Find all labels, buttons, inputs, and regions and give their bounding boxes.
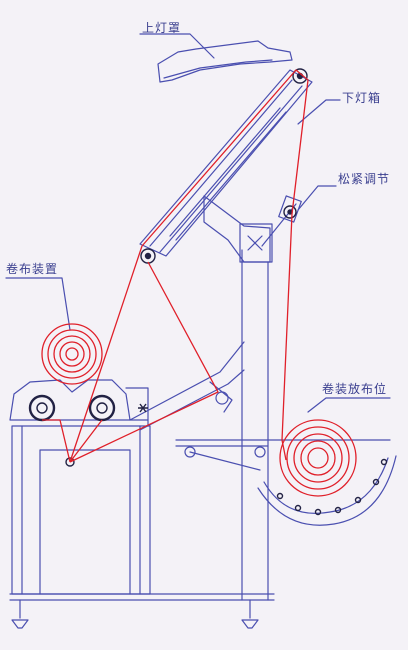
label-cloth-roll-device: 卷布装置 xyxy=(6,262,59,276)
post-clamp-bolt xyxy=(247,235,263,251)
cloth-roll-unwind xyxy=(279,419,357,497)
drive-roller-left xyxy=(28,394,56,422)
arm-pivot xyxy=(215,391,229,405)
housing-gear-icon xyxy=(138,403,148,413)
leader-upper-lamp-cover xyxy=(139,33,215,59)
label-upper-lamp-cover: 上灯罩 xyxy=(142,21,182,35)
arm-link xyxy=(209,381,233,413)
cradle-roller-1 xyxy=(276,492,284,500)
upper-lamp-cover xyxy=(157,40,293,83)
unwind-platform xyxy=(175,439,391,447)
platform-pivot-right xyxy=(254,446,266,458)
post-clamp xyxy=(239,223,273,263)
cloth-roll-top xyxy=(41,323,103,385)
platform-link xyxy=(189,451,261,471)
cradle-roller-5 xyxy=(354,496,362,504)
cradle-roller-3 xyxy=(314,508,322,516)
lower-lamp-box-inner-2 xyxy=(159,85,303,253)
cradle-roller-4 xyxy=(334,506,342,514)
lower-lamp-box-tube xyxy=(169,107,287,241)
support-arm xyxy=(129,341,245,431)
cradle-roller-7 xyxy=(380,458,388,466)
label-tension-adjust: 松紧调节 xyxy=(338,172,391,186)
lower-lamp-box-outer xyxy=(139,69,313,257)
cradle-roller-6 xyxy=(372,478,380,486)
lower-lamp-box-inner xyxy=(149,79,293,247)
foot-left xyxy=(11,599,29,629)
drive-roller-left-hub xyxy=(36,402,48,414)
vertical-post xyxy=(241,249,269,601)
cabinet-frame xyxy=(11,425,151,595)
label-roll-cloth-position: 卷装放布位 xyxy=(322,382,388,396)
tension-roller xyxy=(283,205,297,219)
leader-roll-position xyxy=(307,397,391,413)
bottom-idler xyxy=(65,457,75,467)
pulley-left-hub xyxy=(144,252,152,260)
roller-housing xyxy=(9,379,149,421)
leader-lower-lamp-box xyxy=(297,99,341,125)
foot-right xyxy=(241,599,259,629)
tension-roller-hub xyxy=(287,209,293,215)
pulley-top xyxy=(292,68,308,84)
drive-roller-right-hub xyxy=(96,402,108,414)
unwind-cradle xyxy=(263,457,389,514)
leader-cloth-roll-device xyxy=(5,277,71,331)
cloth-path xyxy=(42,69,309,463)
cabinet-base xyxy=(9,593,275,601)
label-lower-lamp-box: 下灯箱 xyxy=(342,91,382,105)
platform-pivot-left xyxy=(184,446,196,458)
cabinet-inner-lines xyxy=(21,425,141,595)
drive-roller-right xyxy=(88,394,116,422)
upper-lamp-cover-rim xyxy=(163,59,273,79)
roller-housing-front xyxy=(125,387,149,427)
unwind-cradle-outer xyxy=(257,455,397,526)
post-bracket xyxy=(203,195,271,263)
cradle-roller-2 xyxy=(294,504,302,512)
leader-tension-adjust xyxy=(297,185,337,211)
